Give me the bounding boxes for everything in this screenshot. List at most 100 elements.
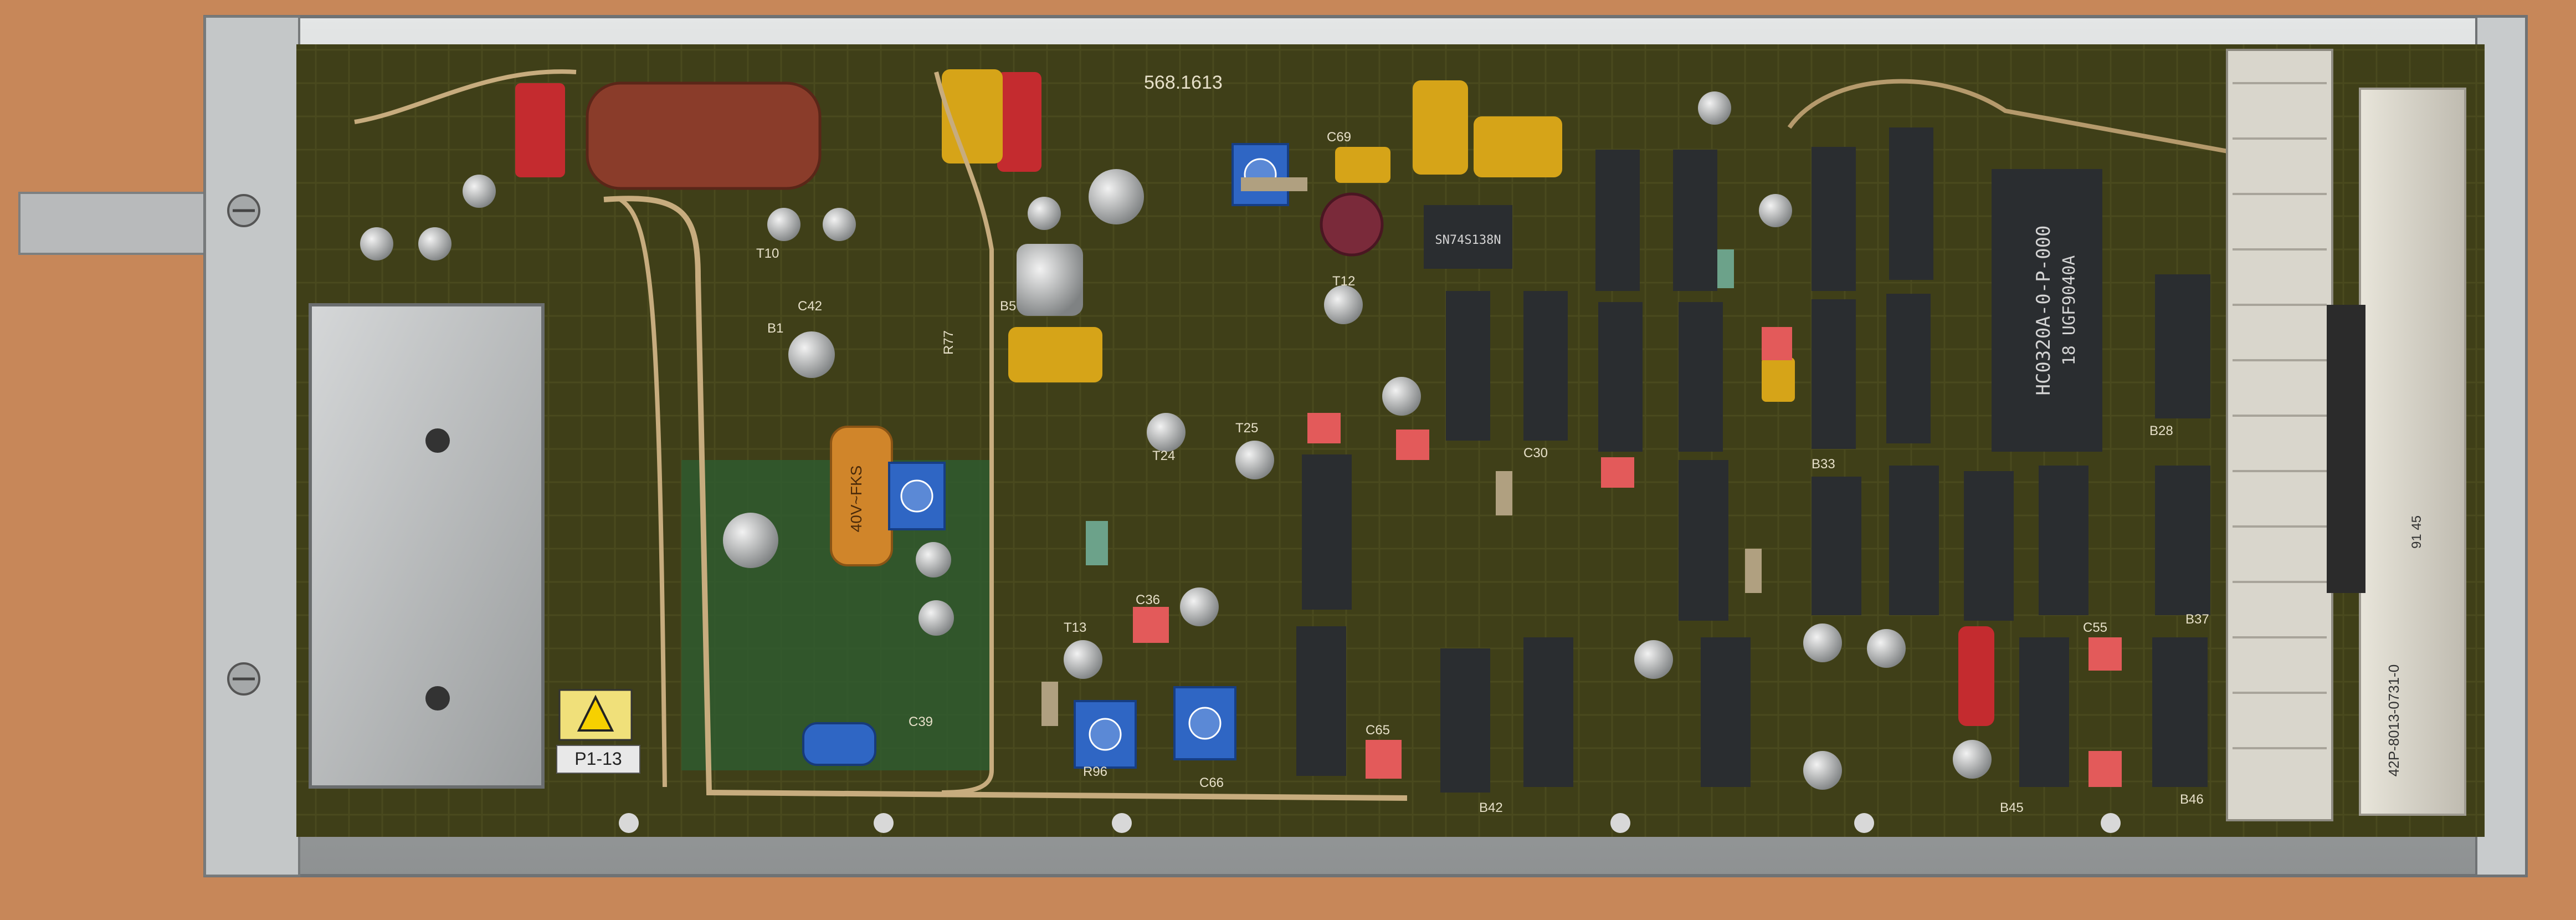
connector-pins	[2327, 305, 2365, 593]
resistor	[1745, 549, 1762, 593]
standoff	[1610, 813, 1630, 833]
rf-shield-can	[309, 303, 545, 789]
ic-chip	[1812, 299, 1856, 449]
yellow-capacitor	[1008, 327, 1102, 382]
label-b5: B5	[1000, 299, 1016, 314]
label-b1: B1	[767, 321, 783, 336]
blue-inductor	[802, 722, 876, 766]
ic-chip	[2155, 274, 2210, 418]
small-capacitor	[1133, 607, 1169, 643]
label-c42: C42	[798, 299, 822, 314]
trim-pot	[1173, 686, 1236, 760]
large-chip-label-2: 18 UGF9040A	[2060, 255, 2079, 366]
ic-chip	[1886, 294, 1931, 443]
label-b33: B33	[1812, 457, 1835, 472]
resistor	[1241, 177, 1307, 191]
label-c66: C66	[1199, 775, 1224, 790]
resistor	[1041, 682, 1058, 726]
standoff	[2101, 813, 2121, 833]
large-ic-chip	[1992, 169, 2102, 452]
trim-pot	[888, 462, 946, 530]
small-chip-label: SN74S138N	[1435, 233, 1501, 247]
ic-chip	[1296, 626, 1346, 776]
ic-chip	[1964, 471, 2014, 621]
yellow-capacitor	[1413, 80, 1468, 175]
ic-chip	[2155, 466, 2210, 615]
ic-chip	[1889, 466, 1939, 615]
trim-pot	[1231, 143, 1289, 206]
standoff	[1112, 813, 1132, 833]
capacitor-marking: 40V~FKS	[848, 466, 865, 533]
rotary-switch	[1320, 192, 1384, 257]
backplane-connector	[2359, 88, 2466, 816]
label-r77: R77	[941, 330, 956, 355]
yellow-capacitor	[1474, 116, 1562, 177]
metal-can-transistor	[723, 513, 778, 568]
label-b45: B45	[2000, 800, 2024, 815]
ic-chip	[1598, 302, 1643, 452]
ic-chip	[1679, 460, 1728, 621]
connector-code-label: 42P-8013-0731-0	[2385, 665, 2402, 776]
front-handle	[18, 192, 209, 255]
ic-chip	[1812, 147, 1856, 291]
standoff	[874, 813, 894, 833]
small-capacitor	[2088, 637, 2122, 671]
ic-chip	[2019, 637, 2069, 787]
tag-p1-label: P1-13	[574, 749, 622, 769]
label-b37: B37	[2185, 612, 2209, 627]
ic-chip	[1812, 477, 1861, 615]
label-t13: T13	[1064, 620, 1086, 635]
ic-chip	[1673, 150, 1717, 291]
ic-chip	[1595, 150, 1640, 291]
standoff	[1854, 813, 1874, 833]
label-b28: B28	[2149, 423, 2173, 438]
resistor	[1717, 249, 1734, 288]
label-t12: T12	[1332, 274, 1355, 289]
ic-chip	[1523, 637, 1573, 787]
label-b42: B42	[1479, 800, 1503, 815]
red-capacitor	[997, 72, 1041, 172]
label-b46: B46	[2180, 792, 2204, 807]
wire-harness	[603, 196, 1408, 801]
ic-chip	[1302, 454, 1352, 610]
standoff	[619, 813, 639, 833]
small-capacitor	[1307, 413, 1341, 443]
ic-chip	[1679, 302, 1723, 452]
label-c69: C69	[1327, 130, 1351, 145]
label-r96: R96	[1083, 764, 1107, 779]
large-chip-label: HC0320A-0-P-000	[2033, 225, 2055, 395]
small-capacitor	[1762, 327, 1792, 360]
red-capacitor	[1958, 626, 1994, 726]
ic-chip	[1701, 637, 1751, 787]
resistor	[1086, 521, 1108, 565]
small-capacitor	[2088, 751, 2122, 787]
ic-chip	[2039, 466, 2088, 615]
red-capacitor	[515, 83, 565, 177]
small-capacitor	[1601, 457, 1634, 488]
metal-can-regulator	[1017, 244, 1083, 316]
resistor	[1496, 471, 1512, 515]
ic-chip	[1424, 205, 1512, 269]
ic-chip	[1446, 291, 1490, 441]
label-c55: C55	[2083, 620, 2107, 635]
small-capacitor	[1366, 740, 1402, 779]
label-c39: C39	[909, 714, 933, 729]
ic-chip	[2152, 637, 2208, 787]
label-c36: C36	[1136, 592, 1160, 607]
edge-connector-frame	[2226, 49, 2333, 821]
label-t24: T24	[1152, 448, 1175, 463]
trim-pot	[1074, 700, 1137, 769]
small-capacitor	[1396, 430, 1429, 460]
label-c65: C65	[1366, 723, 1390, 738]
label-t10: T10	[756, 246, 779, 261]
warning-triangle-icon	[577, 694, 614, 732]
connector-small-label: 91 45	[2409, 515, 2424, 549]
label-t25: T25	[1235, 421, 1258, 436]
label-c30: C30	[1523, 446, 1548, 461]
ic-chip	[1889, 127, 1933, 280]
ic-chip	[1440, 648, 1490, 793]
front-plate	[204, 16, 300, 877]
ic-chip	[1523, 291, 1568, 441]
film-capacitor-large	[586, 81, 822, 190]
